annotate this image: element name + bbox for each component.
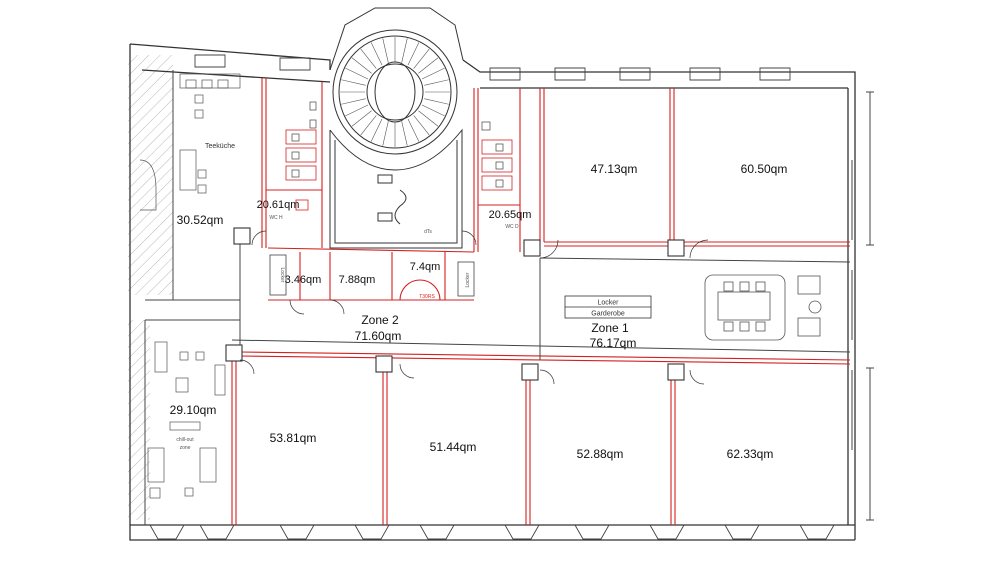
wc-d-label: WC D xyxy=(505,224,519,230)
stair-step xyxy=(424,79,449,86)
stair-step xyxy=(345,104,369,117)
locker-left-area: 3.46qm xyxy=(285,274,322,286)
stair-step xyxy=(407,42,420,66)
inner-walls xyxy=(144,70,851,525)
stair-step xyxy=(341,79,366,86)
stair-step xyxy=(401,121,408,146)
garderobe-box xyxy=(564,295,652,319)
garderobe-locker-label: Locker xyxy=(597,300,619,307)
wc-fixtures-left xyxy=(291,101,317,178)
lounge-chairs xyxy=(797,275,822,337)
meeting-table xyxy=(704,274,786,341)
stair-step xyxy=(345,67,369,80)
stair-step xyxy=(370,118,383,142)
office-6233-area: 62.33qm xyxy=(727,447,774,461)
stair-steps xyxy=(340,37,450,147)
stair-core xyxy=(329,128,463,249)
stair-step xyxy=(407,118,420,142)
windows-top xyxy=(194,54,791,81)
zone1-name: Zone 1 xyxy=(591,321,629,335)
office-6050-area: 60.50qm xyxy=(741,162,788,176)
office-5381-area: 53.81qm xyxy=(270,431,317,445)
office-5144-area: 51.44qm xyxy=(430,440,477,454)
locker-left-label: Locker xyxy=(279,267,285,282)
tuer-label: T30RS xyxy=(419,294,435,300)
locker-boxes xyxy=(269,254,475,297)
wc-cubicles-left xyxy=(285,129,317,211)
office-5288-area: 52.88qm xyxy=(577,447,624,461)
hatched-area-bottom xyxy=(128,320,150,520)
chill-furniture xyxy=(147,341,226,499)
windows-right xyxy=(851,91,874,521)
room-74-area: 7.4qm xyxy=(410,261,441,273)
stair-step xyxy=(370,42,383,66)
garderobe-label: Garderobe xyxy=(591,311,625,318)
stair-step xyxy=(418,110,439,127)
kitchen-furniture xyxy=(139,73,241,211)
teekueche-area: 30.52qm xyxy=(177,213,224,227)
outer-walls xyxy=(129,43,856,541)
stair-step xyxy=(382,38,389,63)
teekueche-label: Teeküche xyxy=(205,143,235,150)
zone2-area: 71.60qm xyxy=(355,329,402,343)
stair-step xyxy=(360,115,377,136)
wc-d-area: 20.65qm xyxy=(489,209,532,221)
stair-step xyxy=(351,110,372,127)
room-788-area: 7.88qm xyxy=(339,274,376,286)
stair-step xyxy=(360,48,377,69)
wc-h-area: 20.61qm xyxy=(257,199,300,211)
windows-bottom xyxy=(149,524,835,540)
new-walls xyxy=(231,78,851,525)
dts-label: dTs xyxy=(424,229,432,235)
wc-fixtures-right xyxy=(481,121,504,188)
chill-area: 29.10qm xyxy=(170,403,217,417)
stair-step xyxy=(421,67,445,80)
wc-h-label: WC H xyxy=(269,215,283,221)
office-4713-area: 47.13qm xyxy=(591,162,638,176)
chill-label-2: zone xyxy=(180,445,191,451)
locker-right-label: Locker xyxy=(465,272,471,287)
stair-step xyxy=(351,57,372,74)
wc-cubicles-right xyxy=(481,139,513,191)
stair-step xyxy=(418,57,439,74)
doors xyxy=(239,230,709,385)
stair-step xyxy=(421,104,445,117)
stair-step xyxy=(382,121,389,146)
stair-step xyxy=(413,48,430,69)
stair-step xyxy=(424,98,449,105)
zone2-name: Zone 2 xyxy=(361,313,399,327)
columns xyxy=(225,227,685,381)
stair-step xyxy=(341,98,366,105)
stair-step xyxy=(413,115,430,136)
zone1-area: 76.17qm xyxy=(590,336,637,350)
stair-step xyxy=(401,38,408,63)
chill-label-1: chill-out xyxy=(176,437,194,443)
hatched-area-top xyxy=(128,55,173,295)
